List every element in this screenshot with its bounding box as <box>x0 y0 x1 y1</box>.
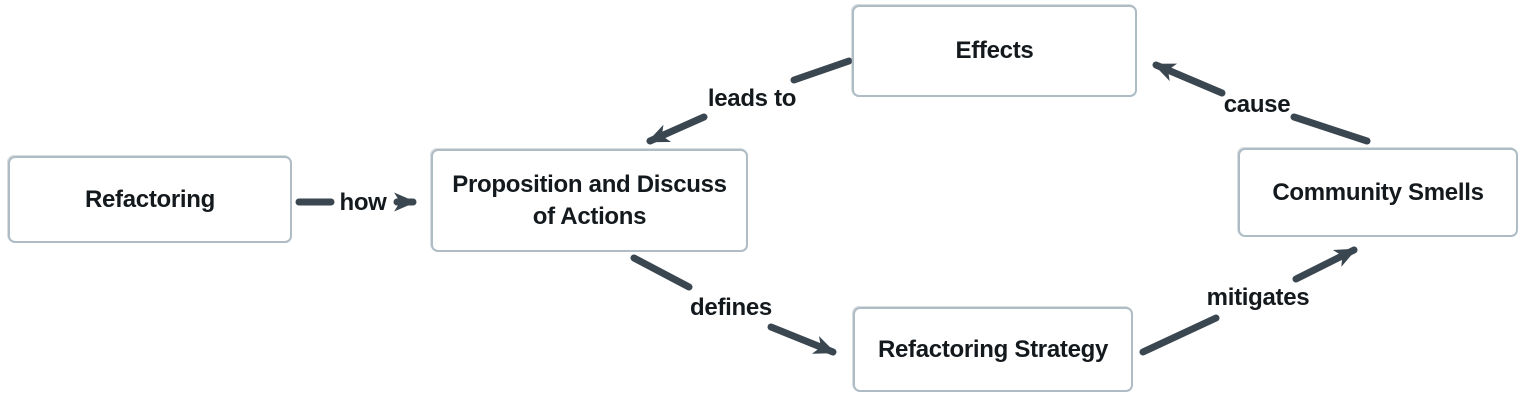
node-effects: Effects <box>852 5 1137 97</box>
edge-label-cause: cause <box>1223 91 1291 118</box>
edge-label-how: how <box>339 189 387 216</box>
edge-cause-tail <box>1290 113 1371 145</box>
edge-defines-line <box>767 323 837 356</box>
node-community-smells: Community Smells <box>1238 148 1518 237</box>
node-refactoring-label: Refactoring <box>84 185 216 213</box>
edge-leads-to-tail <box>790 57 853 84</box>
node-proposition-label: Proposition and Discuss of Actions <box>452 171 727 230</box>
edge-mitigates-tail <box>1139 314 1220 356</box>
edge-mitigates-line <box>1292 246 1358 283</box>
edge-defines-tail <box>630 254 693 291</box>
edge-leads-to-line <box>646 113 708 145</box>
node-refactoring: Refactoring <box>8 156 292 243</box>
edge-label-mitigates: mitigates <box>1206 284 1310 311</box>
edge-label-defines: defines <box>690 294 772 321</box>
node-refactoring-strategy: Refactoring Strategy <box>853 307 1133 392</box>
node-refactoring-strategy-label: Refactoring Strategy <box>877 335 1109 363</box>
node-effects-label: Effects <box>955 37 1034 65</box>
node-proposition-and-discuss-of-actions: Proposition and Discuss of Actions <box>431 149 748 252</box>
node-community-smells-label: Community Smells <box>1272 178 1484 206</box>
edge-cause-line <box>1152 61 1226 97</box>
edge-label-leads-to: leads to <box>707 85 797 112</box>
